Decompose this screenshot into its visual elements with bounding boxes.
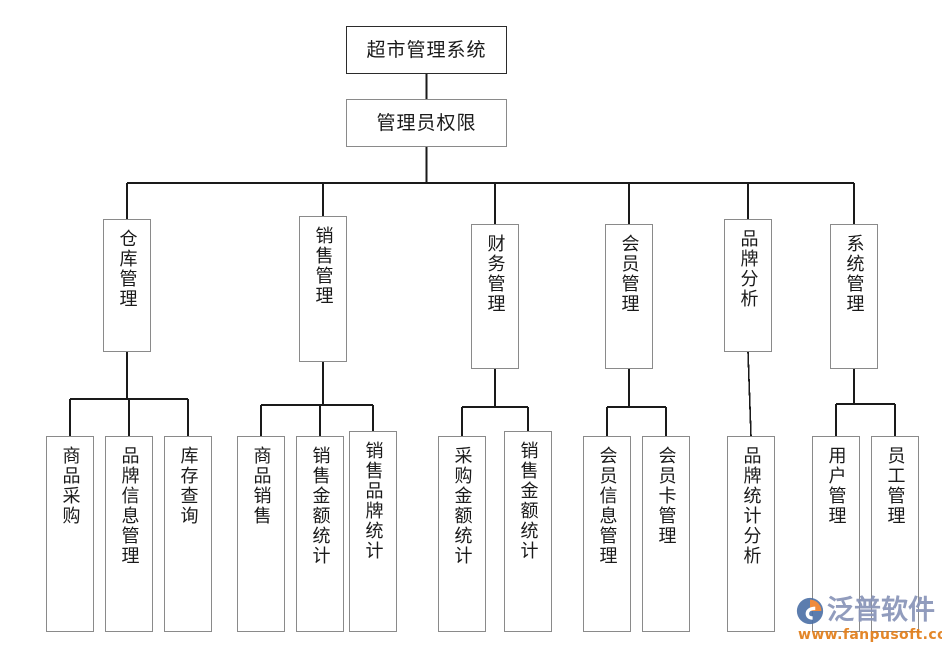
- node-finance-sales-amount-stat[interactable]: 销售金额统计: [504, 431, 552, 632]
- node-label-brand-stat-analysis: 品牌统计分析: [740, 446, 762, 566]
- node-label-brand-info-mgmt: 品牌信息管理: [118, 446, 140, 566]
- node-label-member: 会员管理: [618, 234, 640, 314]
- node-label-root: 超市管理系统: [366, 39, 487, 61]
- node-label-sales: 销售管理: [312, 226, 334, 306]
- node-brand-info-mgmt[interactable]: 品牌信息管理: [105, 436, 153, 632]
- node-admin[interactable]: 管理员权限: [346, 99, 507, 147]
- node-label-goods-sales: 商品销售: [250, 446, 272, 526]
- node-brand-stat-analysis[interactable]: 品牌统计分析: [727, 436, 775, 632]
- node-label-admin: 管理员权限: [376, 112, 477, 134]
- node-member-card-mgmt[interactable]: 会员卡管理: [642, 436, 690, 632]
- node-label-finance: 财务管理: [484, 234, 506, 314]
- node-root[interactable]: 超市管理系统: [346, 26, 507, 74]
- node-member-info-mgmt[interactable]: 会员信息管理: [583, 436, 631, 632]
- node-label-sales-brand-stat: 销售品牌统计: [362, 441, 384, 561]
- node-warehouse[interactable]: 仓库管理: [103, 219, 151, 352]
- node-label-stock-query: 库存查询: [177, 446, 199, 526]
- node-system[interactable]: 系统管理: [830, 224, 878, 369]
- node-sales[interactable]: 销售管理: [299, 216, 347, 362]
- node-label-finance-sales-amount-stat: 销售金额统计: [517, 441, 539, 561]
- node-label-user-mgmt: 用户管理: [825, 446, 847, 526]
- edge-brand-brand-stat-analysis: [747, 351, 752, 437]
- node-finance[interactable]: 财务管理: [471, 224, 519, 369]
- node-label-member-info-mgmt: 会员信息管理: [596, 446, 618, 566]
- node-member[interactable]: 会员管理: [605, 224, 653, 369]
- node-label-brand: 品牌分析: [737, 229, 759, 309]
- node-purchase-amount-stat[interactable]: 采购金额统计: [438, 436, 486, 632]
- node-label-staff-mgmt: 员工管理: [884, 446, 906, 526]
- node-stock-query[interactable]: 库存查询: [164, 436, 212, 632]
- node-label-goods-purchase: 商品采购: [59, 446, 81, 526]
- node-label-purchase-amount-stat: 采购金额统计: [451, 446, 473, 566]
- node-user-mgmt[interactable]: 用户管理: [812, 436, 860, 632]
- node-goods-purchase[interactable]: 商品采购: [46, 436, 94, 632]
- node-sales-amount-stat[interactable]: 销售金额统计: [296, 436, 344, 632]
- node-brand[interactable]: 品牌分析: [724, 219, 772, 352]
- node-label-sales-amount-stat: 销售金额统计: [309, 446, 331, 566]
- node-sales-brand-stat[interactable]: 销售品牌统计: [349, 431, 397, 632]
- node-label-system: 系统管理: [843, 234, 865, 314]
- node-label-member-card-mgmt: 会员卡管理: [655, 446, 677, 546]
- node-goods-sales[interactable]: 商品销售: [237, 436, 285, 632]
- node-label-warehouse: 仓库管理: [116, 229, 138, 309]
- node-staff-mgmt[interactable]: 员工管理: [871, 436, 919, 632]
